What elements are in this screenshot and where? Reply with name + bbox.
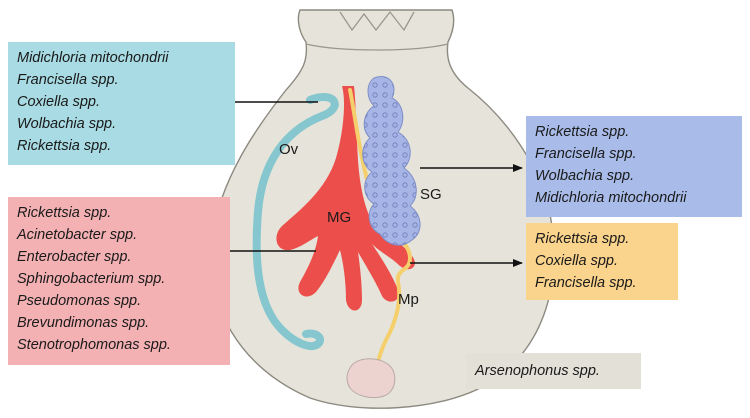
malpighian-bacteria-item: Francisella spp.	[535, 275, 637, 291]
midgut-bacteria-item: Enterobacter spp.	[17, 249, 132, 265]
midgut-bacteria-item: Stenotrophomonas spp.	[17, 337, 171, 353]
ovary-bacteria-box: Midichloria mitochondrii Francisella spp…	[8, 42, 235, 165]
organ-label-midgut: MG	[327, 209, 351, 226]
salivary-bacteria-item: Midichloria mitochondrii	[535, 190, 687, 206]
organ-label-ovary: Ov	[279, 141, 299, 158]
malpighian-bacteria-item: Rickettsia spp.	[535, 231, 630, 247]
ovary-bacteria-item: Coxiella spp.	[17, 94, 101, 110]
midgut-organ	[276, 86, 415, 311]
ovary-tube	[252, 93, 339, 351]
salivary-bacteria-item: Wolbachia spp.	[535, 168, 635, 184]
midgut-bacteria-item: Sphingobacterium spp.	[17, 271, 166, 287]
malpighian-tubule	[348, 88, 413, 382]
tick-capitulum	[339, 10, 415, 32]
midgut-bacteria-item: Brevundimonas spp.	[17, 315, 150, 331]
midgut-bacteria-item: Acinetobacter spp.	[17, 227, 138, 243]
arsenophonus-bacteria-box: Arsenophonus spp.	[466, 353, 641, 389]
tick-capitulum-base	[305, 43, 449, 51]
ovary-bacteria-item: Midichloria mitochondrii	[17, 50, 169, 66]
rectal-bulb	[346, 358, 396, 399]
arsenophonus-bacteria-item: Arsenophonus spp.	[475, 363, 600, 379]
midgut-bacteria-item: Rickettsia spp.	[17, 205, 112, 221]
ovary-bacteria-item: Rickettsia spp.	[17, 138, 112, 154]
organ-label-salivary: SG	[420, 186, 442, 203]
salivary-bacteria-item: Francisella spp.	[535, 146, 637, 162]
malpighian-bacteria-item: Coxiella spp.	[535, 253, 619, 269]
salivary-gland-organ	[362, 76, 421, 246]
organ-label-malpighian: Mp	[398, 291, 419, 308]
salivary-gland-bacteria-box: Rickettsia spp. Francisella spp. Wolbach…	[526, 116, 742, 217]
midgut-bacteria-box: Rickettsia spp. Acinetobacter spp. Enter…	[8, 197, 230, 365]
midgut-bacteria-item: Pseudomonas spp.	[17, 293, 142, 309]
ovary-bacteria-item: Francisella spp.	[17, 72, 119, 88]
salivary-bacteria-item: Rickettsia spp.	[535, 124, 630, 140]
ovary-bacteria-item: Wolbachia spp.	[17, 116, 117, 132]
malpighian-bacteria-box: Rickettsia spp. Coxiella spp. Francisell…	[526, 223, 678, 300]
